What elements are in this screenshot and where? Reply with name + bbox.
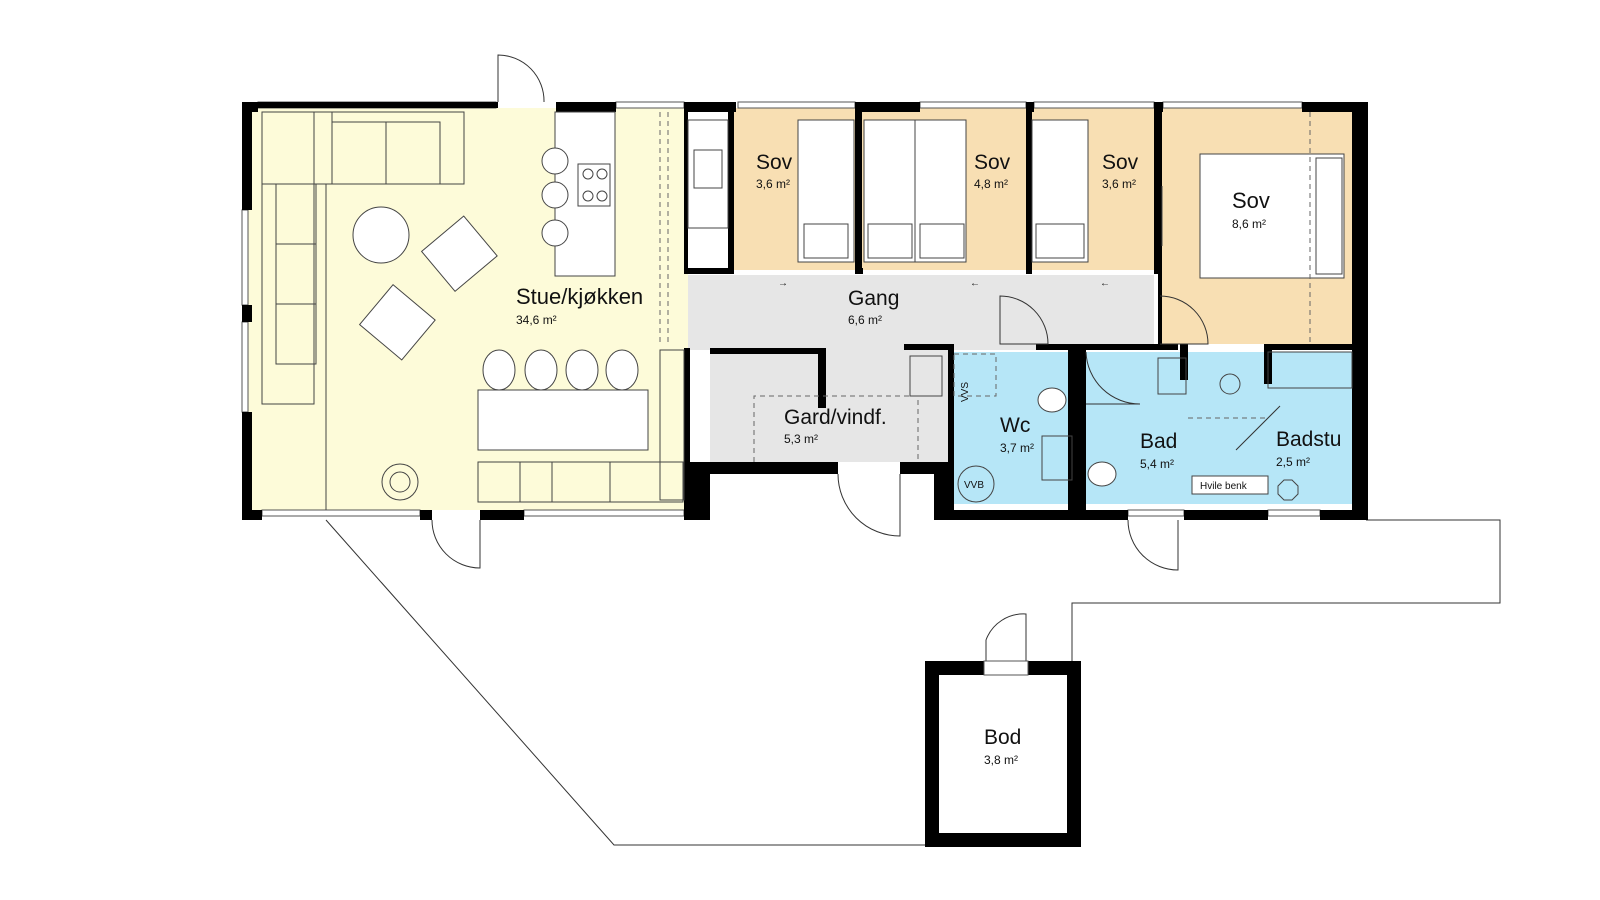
wind-porch-area: 5,3 m² <box>784 432 818 446</box>
kitchen-island <box>541 111 616 277</box>
svg-text:←: ← <box>1100 278 1110 289</box>
porch-closet <box>753 355 943 462</box>
shed-name: Bod <box>984 726 1021 749</box>
bedroom-3-area: 3,6 m² <box>1102 177 1136 191</box>
beds <box>797 112 1345 342</box>
hallway-name: Gang <box>848 287 899 310</box>
wc-area: 3,7 m² <box>1000 441 1034 455</box>
hallway-area: 6,6 m² <box>848 313 882 327</box>
bedroom-1-name: Sov <box>756 151 793 174</box>
sauna-name: Badstu <box>1276 428 1341 451</box>
bedroom-1-area: 3,6 m² <box>756 177 790 191</box>
living-kitchen-area: 34,6 m² <box>516 313 557 327</box>
bedroom-4-name: Sov <box>1232 188 1270 213</box>
terrace-outline <box>325 519 1501 846</box>
svg-text:←: ← <box>970 278 980 289</box>
sofa-furniture <box>261 111 465 510</box>
sauna-fill <box>1268 352 1352 504</box>
doors: → ← ← <box>431 54 1281 668</box>
hallway-fill <box>688 275 1154 350</box>
wc-fill <box>952 352 1074 504</box>
living-kitchen-name: Stue/kjøkken <box>516 284 643 309</box>
wind-porch-fill <box>710 350 948 462</box>
bedroom-2-area: 4,8 m² <box>974 177 1008 191</box>
wc-name: Wc <box>1000 414 1030 437</box>
vvs-label: VVS <box>960 382 971 402</box>
shed-area: 3,8 m² <box>984 753 1018 767</box>
wind-porch-name: Gard/vindf. <box>784 406 887 429</box>
bedroom-4-area: 8,6 m² <box>1232 217 1266 231</box>
sauna-area: 2,5 m² <box>1276 455 1310 469</box>
wet-room-fixtures <box>953 351 1353 503</box>
shed <box>925 660 1081 847</box>
bath-area: 5,4 m² <box>1140 457 1174 471</box>
living-furniture <box>352 206 498 501</box>
bath-name: Bad <box>1140 430 1177 453</box>
dining-table <box>477 349 685 503</box>
room-labels: Stue/kjøkken 34,6 m² Sov 3,6 m² Sov 4,8 … <box>516 151 1341 767</box>
bench-label: Hvile benk <box>1200 481 1248 492</box>
bedroom-3-name: Sov <box>1102 151 1139 174</box>
svg-text:→: → <box>778 278 788 289</box>
bedroom-2-name: Sov <box>974 151 1011 174</box>
vvb-label: VVB <box>964 480 984 491</box>
kitchen-counter <box>659 112 729 345</box>
